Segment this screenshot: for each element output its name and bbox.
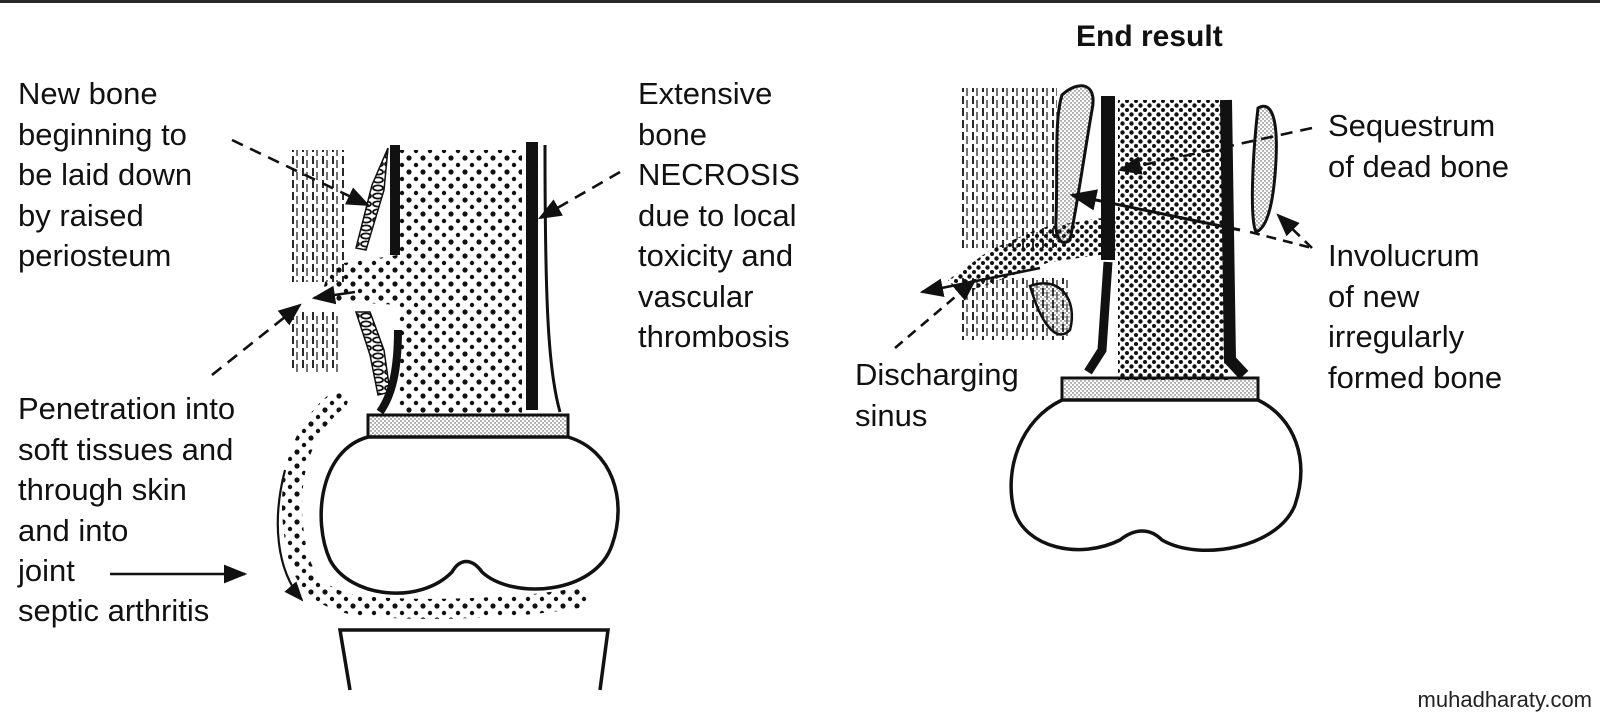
right-cortex (1220, 99, 1249, 380)
label-involucrum: Involucrum of new irregularly formed bon… (1328, 238, 1503, 395)
label-sequestrum: Sequestrum of dead bone (1328, 108, 1510, 184)
left-arrows (110, 138, 621, 584)
left-soft-tissue-upper (288, 150, 346, 282)
label-penetration: Penetration into soft tissues and throug… (18, 391, 236, 588)
left-epiphysis (319, 435, 620, 595)
arrow-involucrum (1276, 213, 1313, 249)
arrow-sequestrum (1117, 126, 1313, 175)
joint-pus-track (282, 390, 588, 619)
left-medullary-pus (398, 150, 522, 415)
label-necrosis: Extensive bone NECROSIS due to local tox… (638, 76, 800, 354)
pus-escape-dots (320, 255, 398, 305)
periosteal-new-bone-lower (354, 311, 391, 396)
involucrum-left (1054, 84, 1095, 244)
left-bone (276, 142, 620, 691)
right-soft-tissue-upper (962, 88, 1057, 248)
right-epiphysis (1009, 398, 1303, 552)
label-new-bone: New bone beginning to be laid down by ra… (18, 76, 193, 273)
tibia-top (337, 628, 610, 691)
arrow-penetration (211, 303, 302, 377)
right-growth-plate (1060, 376, 1260, 402)
label-septic-arthritis: septic arthritis (18, 593, 210, 628)
left-soft-tissue-lower (288, 312, 340, 372)
right-medullary (1118, 100, 1228, 380)
periosteal-new-bone-upper (355, 147, 389, 251)
arrow-sinus (894, 278, 977, 349)
watermark: muhadharaty.com (1417, 687, 1592, 712)
left-cortex-lower (376, 329, 402, 415)
right-arrows (894, 126, 1313, 349)
right-bone (948, 84, 1303, 552)
left-growth-plate (366, 413, 570, 439)
panel-title-end-result: End result (1076, 20, 1223, 53)
top-border-line (0, 0, 1600, 3)
arrow-new-bone (231, 138, 371, 207)
arrow-necrosis (537, 170, 621, 220)
sinus-track (948, 215, 1122, 295)
label-discharging-sinus: Discharging sinus (855, 357, 1019, 433)
involucrum-right (1250, 104, 1278, 234)
